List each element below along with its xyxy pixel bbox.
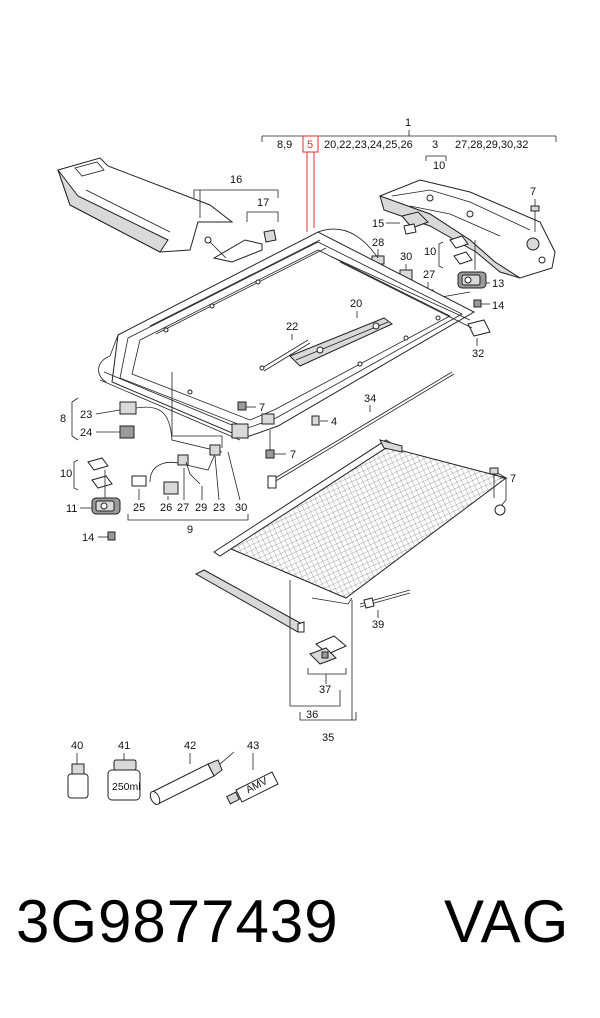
screw-7-d (489, 467, 499, 498)
part-37-clips (309, 635, 347, 665)
screw-7-c (265, 430, 275, 459)
screw-14-a (473, 299, 490, 308)
label-5: 5 (307, 139, 313, 151)
label-10-b: 10 (60, 468, 72, 480)
label-29-b: 29 (195, 502, 207, 514)
part-32-bracket (467, 319, 491, 337)
label-7-a: 7 (530, 186, 536, 198)
part-17-bracket (204, 229, 277, 263)
part-1-main-frame (98, 228, 476, 441)
label-27-32: 27,28,29,30,32 (455, 139, 528, 151)
label-40: 40 (71, 740, 83, 752)
label-1: 1 (405, 117, 411, 129)
label-34: 34 (364, 393, 376, 405)
label-23-b: 23 (213, 502, 225, 514)
part-13-motor (457, 271, 487, 289)
container-label: 250ml (112, 781, 141, 793)
label-10-under-3: 10 (433, 160, 445, 172)
label-22: 22 (286, 321, 298, 333)
label-11: 11 (66, 503, 77, 515)
label-8-9: 8,9 (277, 139, 292, 151)
label-28: 28 (372, 237, 384, 249)
label-36: 36 (306, 709, 318, 721)
label-30-b: 30 (235, 502, 247, 514)
label-32: 32 (472, 348, 484, 360)
part-34-cable (271, 371, 455, 483)
screw-7-a (530, 205, 540, 232)
label-27-b: 27 (177, 502, 189, 514)
label-14-b: 14 (82, 532, 94, 544)
label-10-a: 10 (424, 246, 436, 258)
label-9: 9 (187, 524, 193, 536)
header-bracket: 1 8,9 5 20,22,23,24,25,26 3 27,28,29,30,… (261, 117, 557, 232)
highlight-box-5 (302, 135, 319, 153)
brand-label: VAG (444, 888, 570, 955)
label-13: 13 (492, 278, 504, 290)
label-7-d: 7 (510, 473, 516, 485)
label-4: 4 (331, 416, 337, 428)
part-24-block (119, 425, 135, 439)
part-16-deflector (57, 157, 234, 253)
label-20-26: 20,22,23,24,25,26 (324, 139, 413, 151)
label-24: 24 (80, 427, 92, 439)
part-11-motor (91, 497, 121, 515)
label-15: 15 (372, 218, 384, 230)
label-16: 16 (230, 174, 242, 186)
part-36-strip (194, 569, 305, 633)
label-7-b: 7 (259, 402, 265, 414)
label-8: 8 (60, 413, 66, 425)
screw-7-b (237, 401, 247, 411)
label-25: 25 (133, 502, 145, 514)
part-39-pin (359, 589, 411, 609)
screw-4 (311, 415, 320, 426)
label-23-a: 23 (80, 409, 92, 421)
label-14-a: 14 (492, 300, 504, 312)
label-17: 17 (257, 197, 269, 209)
part-43-tube: AMV (226, 771, 279, 805)
label-30-a: 30 (400, 251, 412, 263)
label-7-c: 7 (290, 449, 296, 461)
label-3: 3 (432, 139, 438, 151)
label-35: 35 (322, 732, 334, 744)
label-27-a: 27 (423, 269, 435, 281)
label-42: 42 (184, 740, 196, 752)
part-15-module (401, 211, 429, 235)
part-number: 3G9877439 (16, 888, 339, 955)
part-9-harness (131, 444, 221, 495)
part-40-jar (67, 763, 89, 799)
part-23-switch-a (119, 401, 137, 415)
part-42-cartridge (149, 751, 235, 805)
part-41-container: 250ml (107, 759, 141, 801)
label-37: 37 (319, 684, 331, 696)
label-20: 20 (350, 298, 362, 310)
label-41: 41 (118, 740, 130, 752)
part-20-guide (289, 317, 393, 367)
part-10-bracket-b (87, 457, 113, 489)
label-39: 39 (372, 619, 384, 631)
part-35-sunblind-net (213, 439, 508, 605)
screw-14-b (98, 531, 116, 541)
part-10-bracket-a (449, 235, 473, 265)
label-43: 43 (247, 740, 259, 752)
part-22-cable (259, 339, 311, 372)
label-26: 26 (160, 502, 172, 514)
part-end-cap (267, 475, 277, 489)
